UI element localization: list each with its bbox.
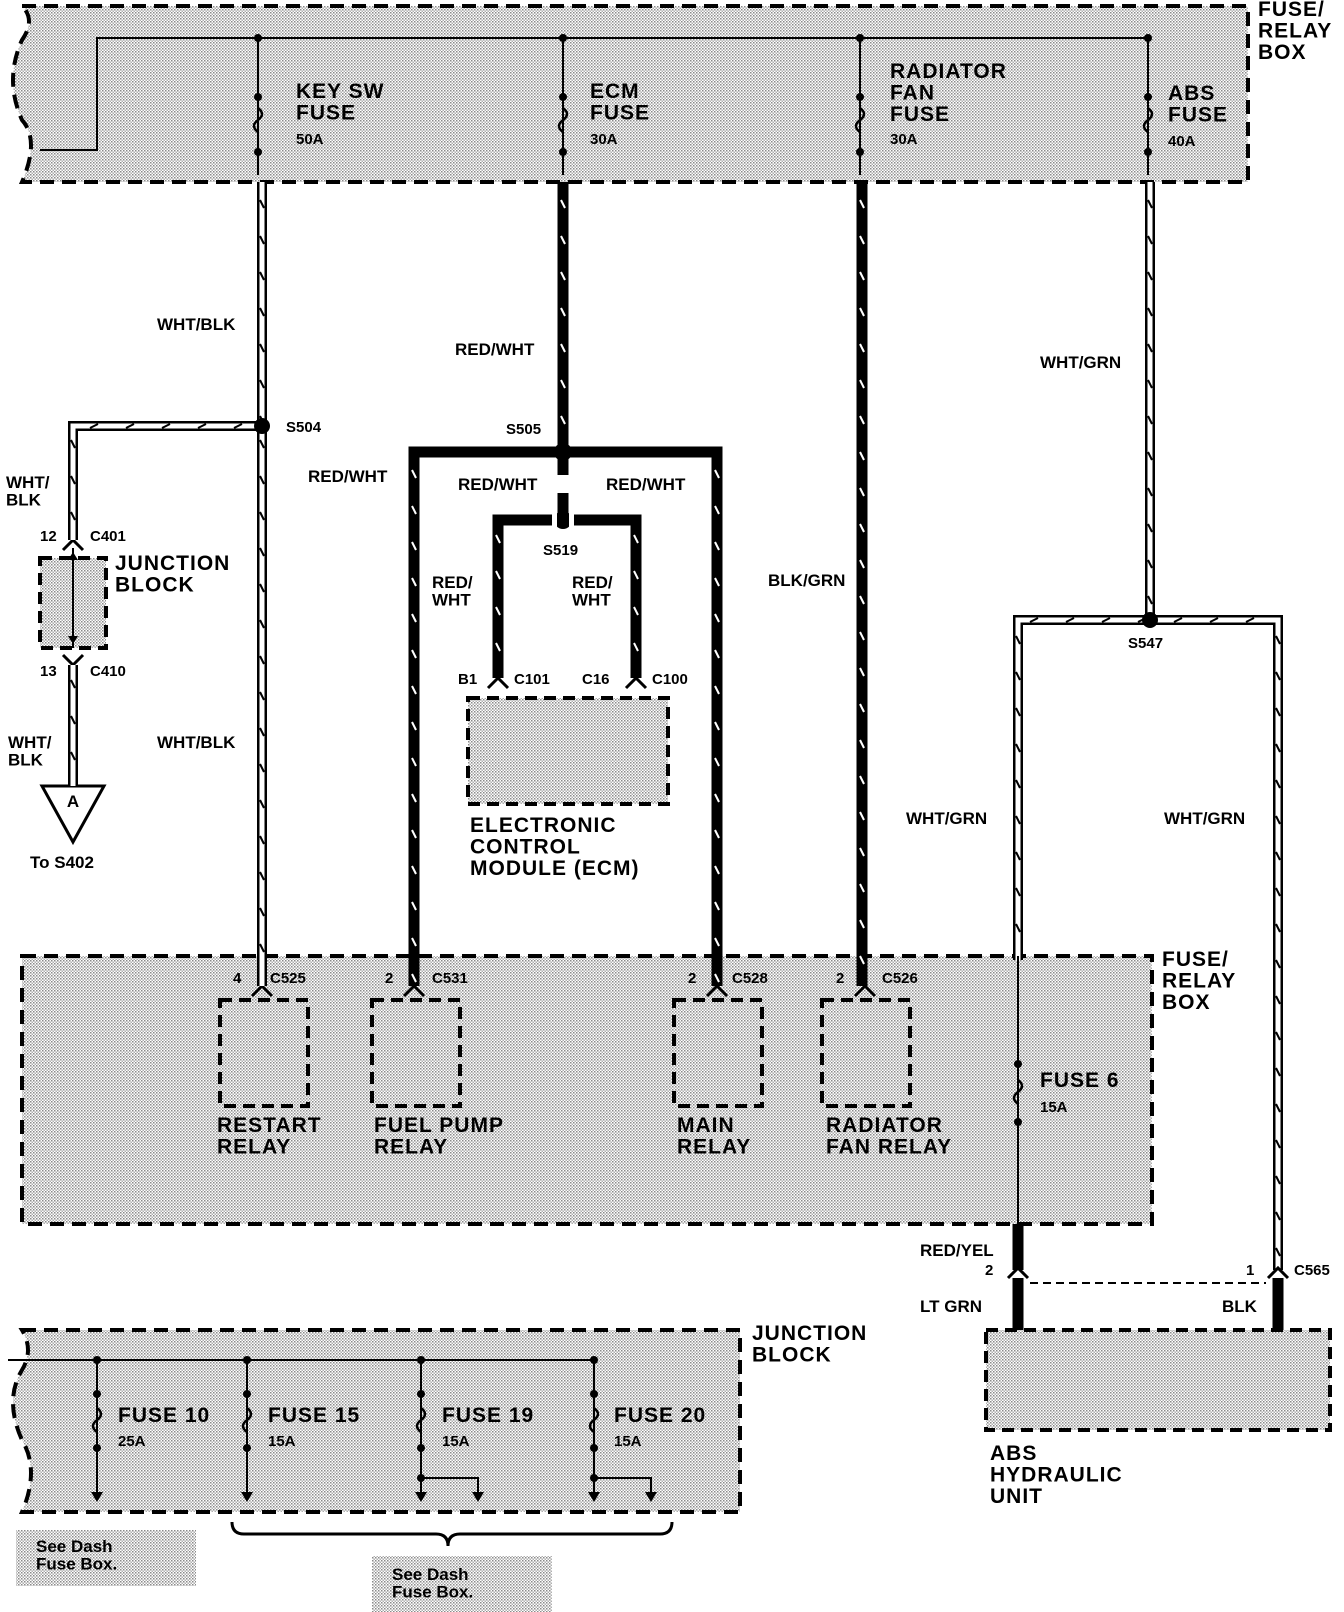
- radiator-fan-relay-box: [820, 998, 912, 1108]
- see-dash-note-left-bg: [16, 1530, 196, 1586]
- splice-s519-label: S519: [543, 542, 578, 559]
- abs-pin-2: 2: [985, 1262, 993, 1279]
- abs-connector: C565: [1294, 1262, 1330, 1279]
- fuse6-name: FUSE 6: [1040, 1069, 1120, 1092]
- see-dash-brace: [230, 1521, 674, 1547]
- radiator-fan-relay-pin: 2: [836, 970, 844, 987]
- wire-stripe-ticks: [70, 199, 1281, 1257]
- fuse20-rating: 15A: [614, 1433, 642, 1450]
- top-fuse-relay-box: [11, 4, 1250, 184]
- abs-fuse-rating: 40A: [1168, 133, 1196, 150]
- radiator-fan-fuse-rating: 30A: [890, 131, 918, 148]
- splice-s505: [554, 443, 572, 461]
- fuse10-name: FUSE 10: [118, 1404, 210, 1427]
- ecm-fuse-rating: 30A: [590, 131, 618, 148]
- fuel-pump-relay-box: [370, 998, 462, 1108]
- main-relay-box: [672, 998, 764, 1108]
- fuse20-name: FUSE 20: [614, 1404, 706, 1427]
- bottom-fuse-relay-box: [20, 954, 1154, 1226]
- fuse19-rating: 15A: [442, 1433, 470, 1450]
- c401-label: C401: [90, 528, 126, 545]
- label-red-wht-c16: RED/WHT: [572, 573, 613, 609]
- restart-relay-pin: 4: [233, 970, 242, 987]
- c401-pin: 12: [40, 528, 57, 545]
- ecm-c100: C100: [652, 671, 688, 688]
- label-red-wht-mid-left: RED/WHT: [458, 475, 538, 494]
- fuse19-name: FUSE 19: [442, 1404, 534, 1427]
- ecm-c101: C101: [514, 671, 550, 688]
- splice-s504-label: S504: [286, 419, 322, 436]
- abs-pin-1: 1: [1246, 1262, 1254, 1279]
- label-wht-blk-upper: WHT/BLK: [157, 315, 236, 334]
- label-blk-grn: BLK/GRN: [768, 571, 845, 590]
- ground-letter: A: [67, 792, 79, 811]
- restart-relay-box: [218, 998, 310, 1108]
- label-red-wht-left: RED/WHT: [308, 467, 388, 486]
- splice-s505-label: S505: [506, 421, 541, 438]
- label-wht-blk-lower: WHT/BLK: [157, 733, 236, 752]
- main-relay-connector: C528: [732, 970, 768, 987]
- splice-s519: [554, 511, 572, 529]
- ecm-module: [466, 696, 670, 806]
- ecm-pin-c16: C16: [582, 671, 610, 688]
- label-wht-grn-right: WHT/GRN: [1164, 809, 1245, 828]
- fuse15-rating: 15A: [268, 1433, 296, 1450]
- c410-pin: 13: [40, 663, 57, 680]
- fuse-symbols-top: [252, 107, 1154, 133]
- c410-label: C410: [90, 663, 126, 680]
- key-sw-fuse-rating: 50A: [296, 131, 324, 148]
- fuse6-rating: 15A: [1040, 1099, 1068, 1116]
- abs-hydraulic-unit: [984, 1328, 1332, 1432]
- splice-s504: [254, 418, 270, 434]
- wire-wht-blk: [68, 182, 267, 986]
- fuse15-name: FUSE 15: [268, 1404, 360, 1427]
- splice-s547: [1142, 612, 1158, 628]
- label-red-wht-mid-right: RED/WHT: [606, 475, 686, 494]
- label-wht-blk-left-upper: WHT/BLK: [6, 473, 50, 509]
- restart-relay-connector: C525: [270, 970, 306, 987]
- bottom-junction-block: [8, 1328, 742, 1514]
- label-lt-grn: LT GRN: [920, 1297, 982, 1316]
- label-wht-blk-left-lower: WHT/BLK: [8, 733, 52, 769]
- fuel-pump-relay-connector: C531: [432, 970, 468, 987]
- label-red-yel: RED/YEL: [920, 1241, 994, 1260]
- label-wht-grn-left: WHT/GRN: [906, 809, 987, 828]
- label-wht-grn-top: WHT/GRN: [1040, 353, 1121, 372]
- label-red-wht-ecm: RED/WHT: [455, 340, 535, 359]
- splice-s547-label: S547: [1128, 635, 1163, 652]
- main-relay-pin: 2: [688, 970, 696, 987]
- fuel-pump-relay-pin: 2: [385, 970, 393, 987]
- ecm-pin-b1: B1: [458, 671, 477, 688]
- label-blk: BLK: [1222, 1297, 1258, 1316]
- fuse10-rating: 25A: [118, 1433, 146, 1450]
- label-red-wht-b1: RED/WHT: [432, 573, 473, 609]
- see-dash-note-right-bg: [372, 1556, 552, 1612]
- to-s402: To S402: [30, 853, 94, 872]
- radiator-fan-relay-connector: C526: [882, 970, 918, 987]
